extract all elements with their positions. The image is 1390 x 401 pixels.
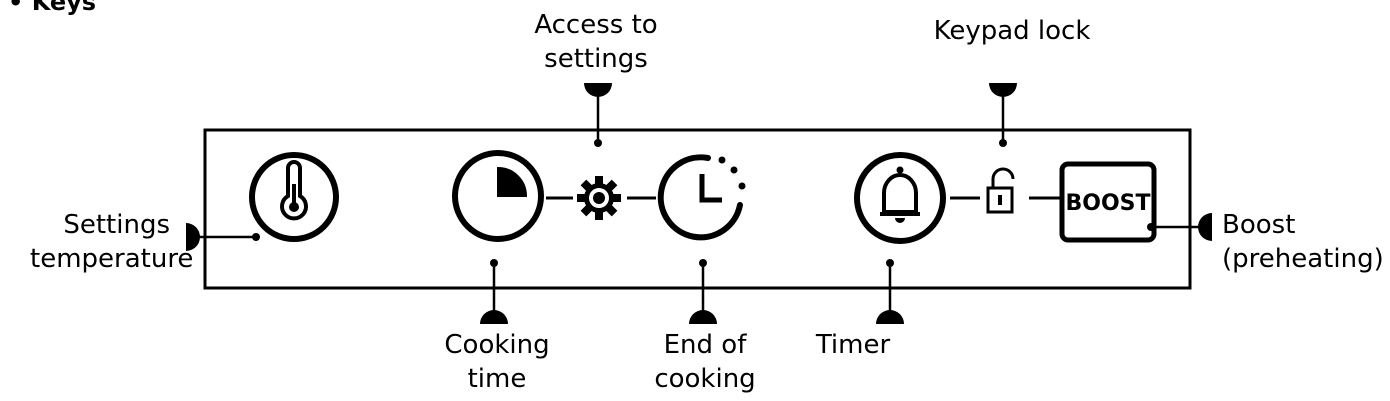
label-access-to-settings: Access to settings — [534, 10, 658, 74]
temperature-key[interactable] — [249, 152, 339, 242]
pointer-cooking-time — [480, 259, 508, 324]
gear-icon — [577, 176, 621, 220]
label-timer: Timer — [815, 330, 891, 360]
thermometer-icon — [280, 160, 308, 221]
label-keypad-lock: Keypad lock — [933, 16, 1091, 46]
label-settings-temperature: Settings temperature — [30, 210, 194, 274]
pointer-access-settings — [584, 83, 612, 147]
clock-icon — [699, 156, 746, 203]
padlock-icon — [986, 167, 1015, 214]
pointer-keypad-lock — [989, 83, 1017, 147]
settings-key[interactable] — [577, 176, 621, 220]
pointer-end-of-cooking — [689, 259, 717, 324]
section-heading: • Keys — [8, 0, 97, 16]
label-cooking-time: Cooking time — [444, 330, 550, 394]
boost-key[interactable]: BOOST — [1059, 161, 1157, 243]
keypad-lock-key[interactable] — [986, 167, 1015, 214]
control-panel-frame — [203, 128, 1192, 290]
bell-icon — [880, 166, 920, 223]
quarter-pie-icon — [497, 166, 528, 197]
pointer-settings-temperature — [186, 223, 260, 251]
cooking-time-key[interactable] — [452, 150, 544, 242]
boost-key-label: BOOST — [1065, 191, 1150, 216]
label-boost: Boost (preheating) — [1222, 210, 1384, 274]
pointer-boost — [1147, 213, 1212, 241]
label-end-of-cooking: End of cooking — [654, 330, 756, 394]
timer-key[interactable] — [854, 152, 946, 244]
end-of-cooking-key[interactable] — [657, 154, 746, 241]
pointer-timer — [876, 259, 904, 324]
